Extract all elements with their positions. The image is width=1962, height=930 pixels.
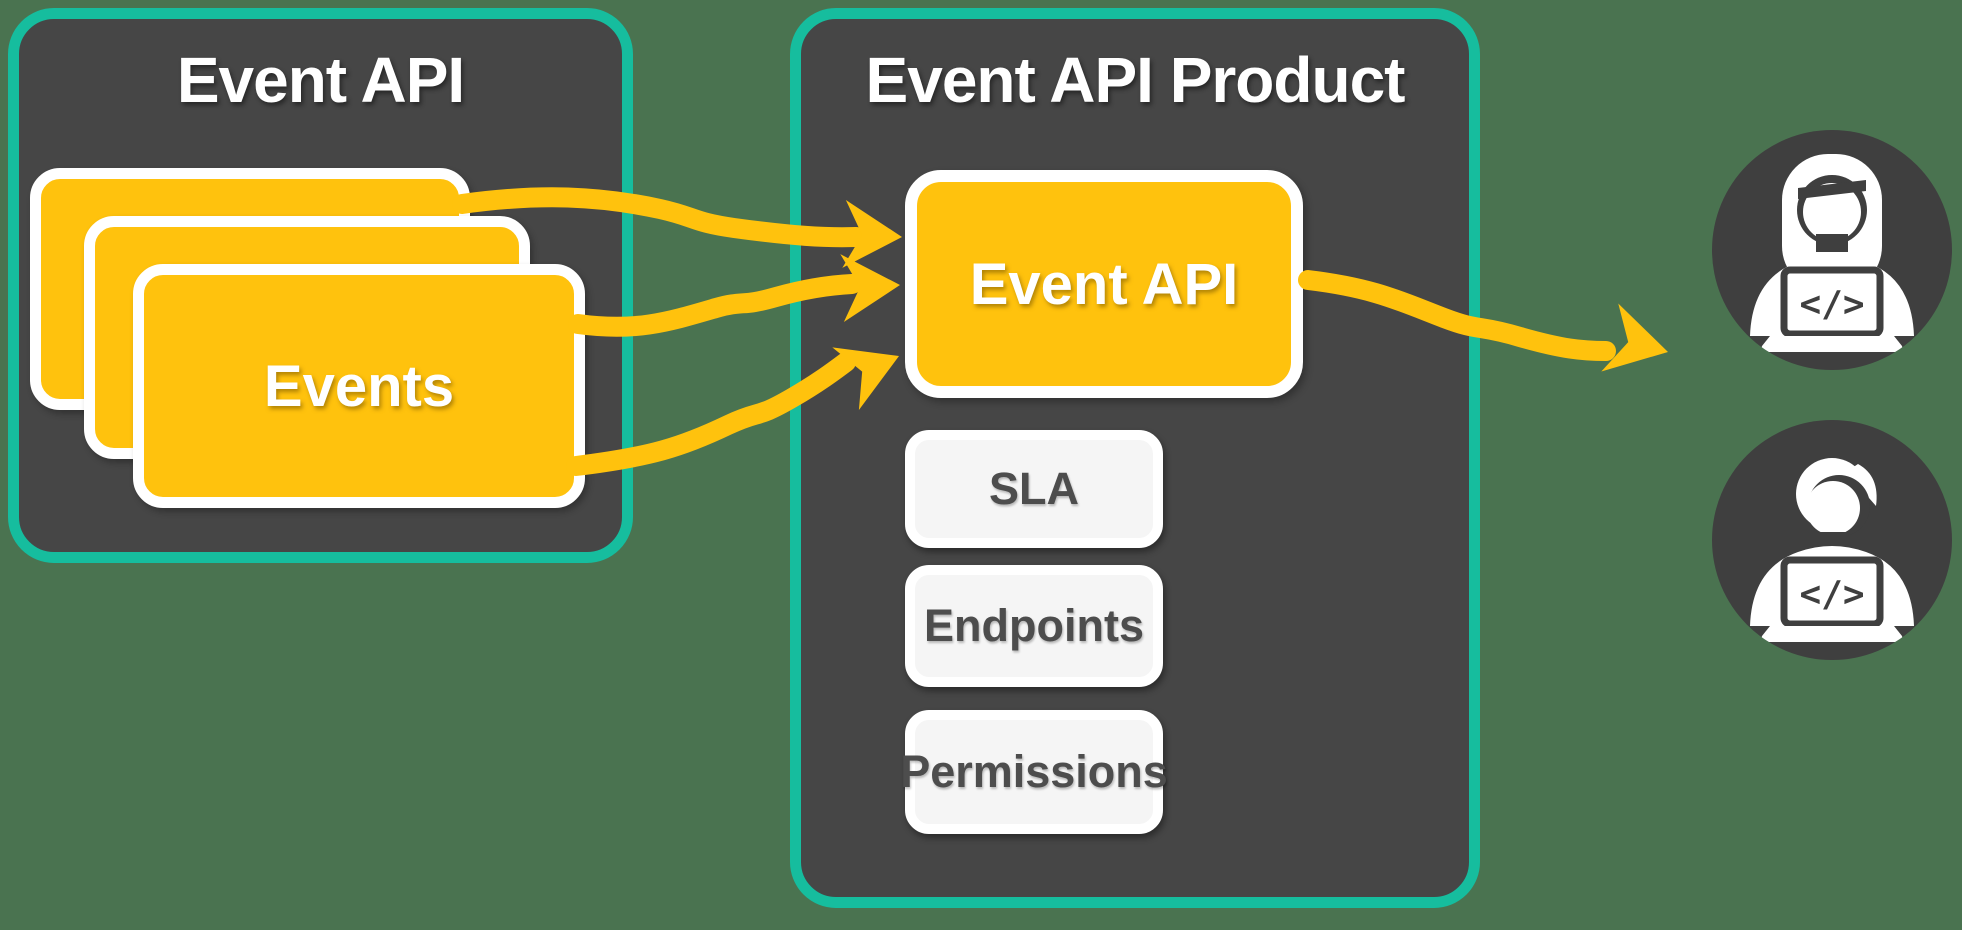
permissions-label: Permissions xyxy=(900,746,1168,797)
sla-label: SLA xyxy=(989,463,1079,514)
feature-box-sla: SLA xyxy=(905,430,1163,548)
feature-box-endpoints: Endpoints xyxy=(905,565,1163,687)
event-card-front: Events xyxy=(133,264,585,508)
feature-box-permissions: Permissions xyxy=(900,710,1168,834)
event-api-panel-title: Event API xyxy=(176,44,465,116)
endpoints-label: Endpoints xyxy=(924,600,1144,651)
code-icon: </> xyxy=(1799,574,1864,615)
event-api-panel: Event API Events xyxy=(8,8,633,563)
events-label: Events xyxy=(263,353,455,419)
male-developer-laptop-icon: </> xyxy=(1750,458,1914,642)
developer-avatar-1: </> xyxy=(1712,130,1952,370)
event-api-product-title: Event API Product xyxy=(865,44,1406,116)
event-api-box: Event API xyxy=(905,170,1303,398)
female-developer-laptop-icon: </> xyxy=(1750,154,1914,352)
event-api-box-label: Event API xyxy=(969,251,1239,317)
developer-avatar-2: </> xyxy=(1712,420,1952,660)
code-icon: </> xyxy=(1799,284,1864,325)
event-api-product-panel: Event API Product Event API SLA Endpoint… xyxy=(790,8,1480,908)
arrowhead-out xyxy=(1601,303,1668,372)
